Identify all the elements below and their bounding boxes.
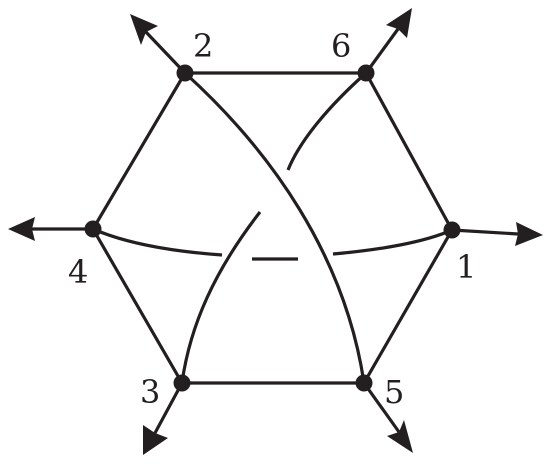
vertex-2 xyxy=(176,64,194,82)
arrow-from-3 xyxy=(143,382,184,455)
vertex-label-4: 4 xyxy=(68,253,88,291)
vertex-5 xyxy=(355,374,373,392)
vertex-label-5: 5 xyxy=(384,373,404,411)
edge-3-4 xyxy=(91,228,184,384)
arrow-from-2 xyxy=(130,14,187,75)
edge-1-5 xyxy=(362,229,454,384)
edge-4-1-curve-left xyxy=(92,227,223,257)
edge-2-5-curve xyxy=(183,71,366,384)
vertex-label-6: 6 xyxy=(331,27,351,65)
vertex-label-2: 2 xyxy=(193,27,213,65)
edge-4-1-curve-right xyxy=(332,228,453,256)
edge-6-3-curve-upper xyxy=(286,71,368,171)
arrow-from-6 xyxy=(364,8,412,74)
edge-6-1 xyxy=(364,72,454,231)
vertex-3 xyxy=(173,374,191,392)
vertex-label-1: 1 xyxy=(456,248,476,286)
vertex-1 xyxy=(443,221,461,239)
vertex-label-3: 3 xyxy=(140,373,160,411)
edge-6-3-curve-lower xyxy=(180,211,262,384)
arrow-from-1 xyxy=(451,222,543,246)
vertex-6 xyxy=(357,64,375,82)
vertex-4 xyxy=(84,220,102,238)
arrow-from-4 xyxy=(8,217,93,241)
edge-4-2 xyxy=(91,72,187,230)
arrow-from-5 xyxy=(362,382,413,453)
